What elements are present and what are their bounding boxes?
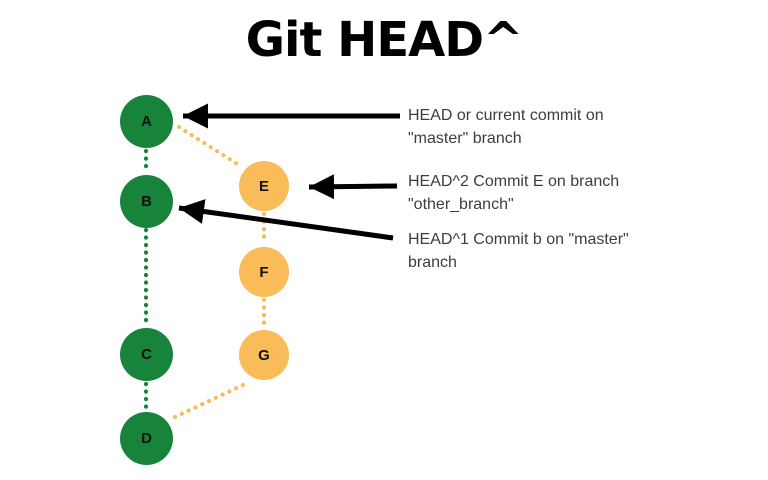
annotation-head-caret-1: HEAD^1 Commit b on "master" branch: [408, 231, 629, 271]
annotation-head: HEAD or current commit on "master" branc…: [408, 107, 604, 147]
commit-node-a: A: [120, 95, 173, 148]
commit-node-e: E: [239, 161, 289, 211]
edge-g-d: [172, 381, 248, 420]
commit-label-d: D: [141, 430, 152, 447]
commit-node-d: D: [120, 412, 173, 465]
commit-node-f: F: [239, 247, 289, 297]
commit-label-c: C: [141, 346, 152, 363]
arrow-to-commit-e: [308, 174, 398, 200]
commit-label-e: E: [258, 177, 269, 195]
arrow-to-commit-b: [178, 199, 394, 241]
edge-a-e: [176, 124, 245, 170]
commit-label-g: G: [258, 346, 270, 364]
commit-label-b: B: [141, 193, 152, 210]
commit-node-c: C: [120, 328, 173, 381]
annotation-head-caret-2: HEAD^2 Commit E on branch "other_branch": [408, 173, 620, 213]
commit-label-a: A: [141, 113, 152, 130]
commit-label-f: F: [259, 263, 269, 281]
page-title: Git HEAD^: [245, 12, 524, 68]
commit-node-b: B: [120, 175, 173, 228]
commit-node-g: G: [239, 330, 289, 380]
